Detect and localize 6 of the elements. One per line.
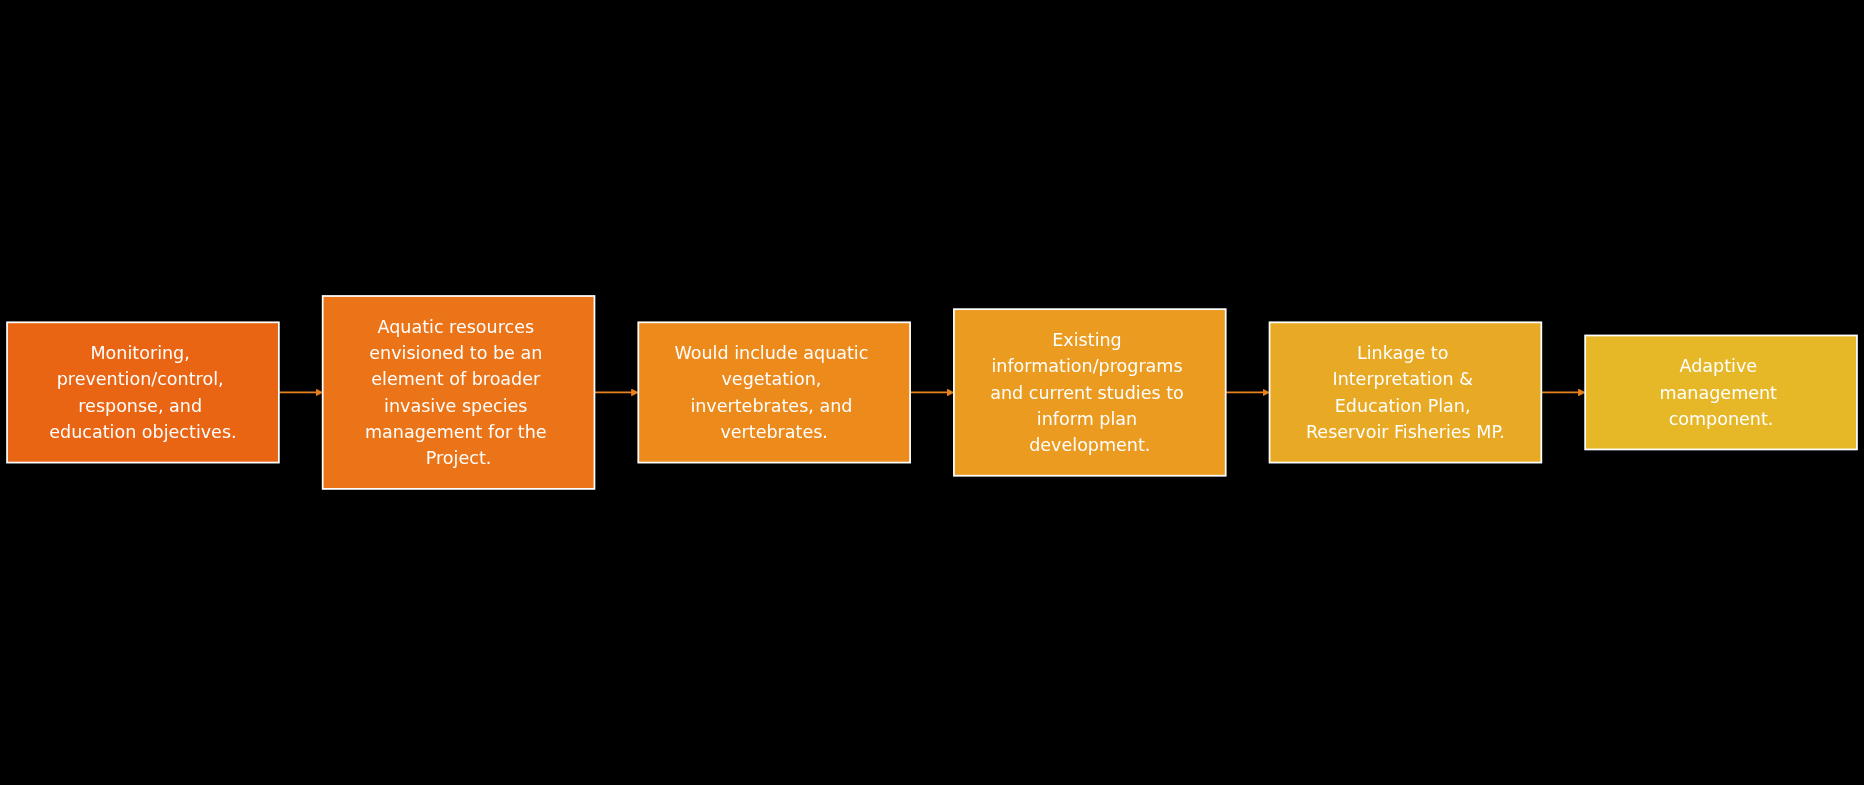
node-box: Existing information/programs and current studies to inform plan development. bbox=[953, 308, 1227, 477]
node-box: Would include aquatic vegetation, invertebrates, and vertebrates. bbox=[637, 321, 911, 464]
node-box: Monitoring, prevention/control, response, and education objectives. bbox=[6, 321, 280, 464]
node-box: Adaptive management component. bbox=[1584, 334, 1858, 451]
node-box: Aquatic resources envisioned to be an element of broader invasive species management for the Project. bbox=[321, 295, 596, 490]
node-box: Linkage to Interpretation & Education Plan, Reservoir Fisheries MP. bbox=[1268, 321, 1543, 464]
